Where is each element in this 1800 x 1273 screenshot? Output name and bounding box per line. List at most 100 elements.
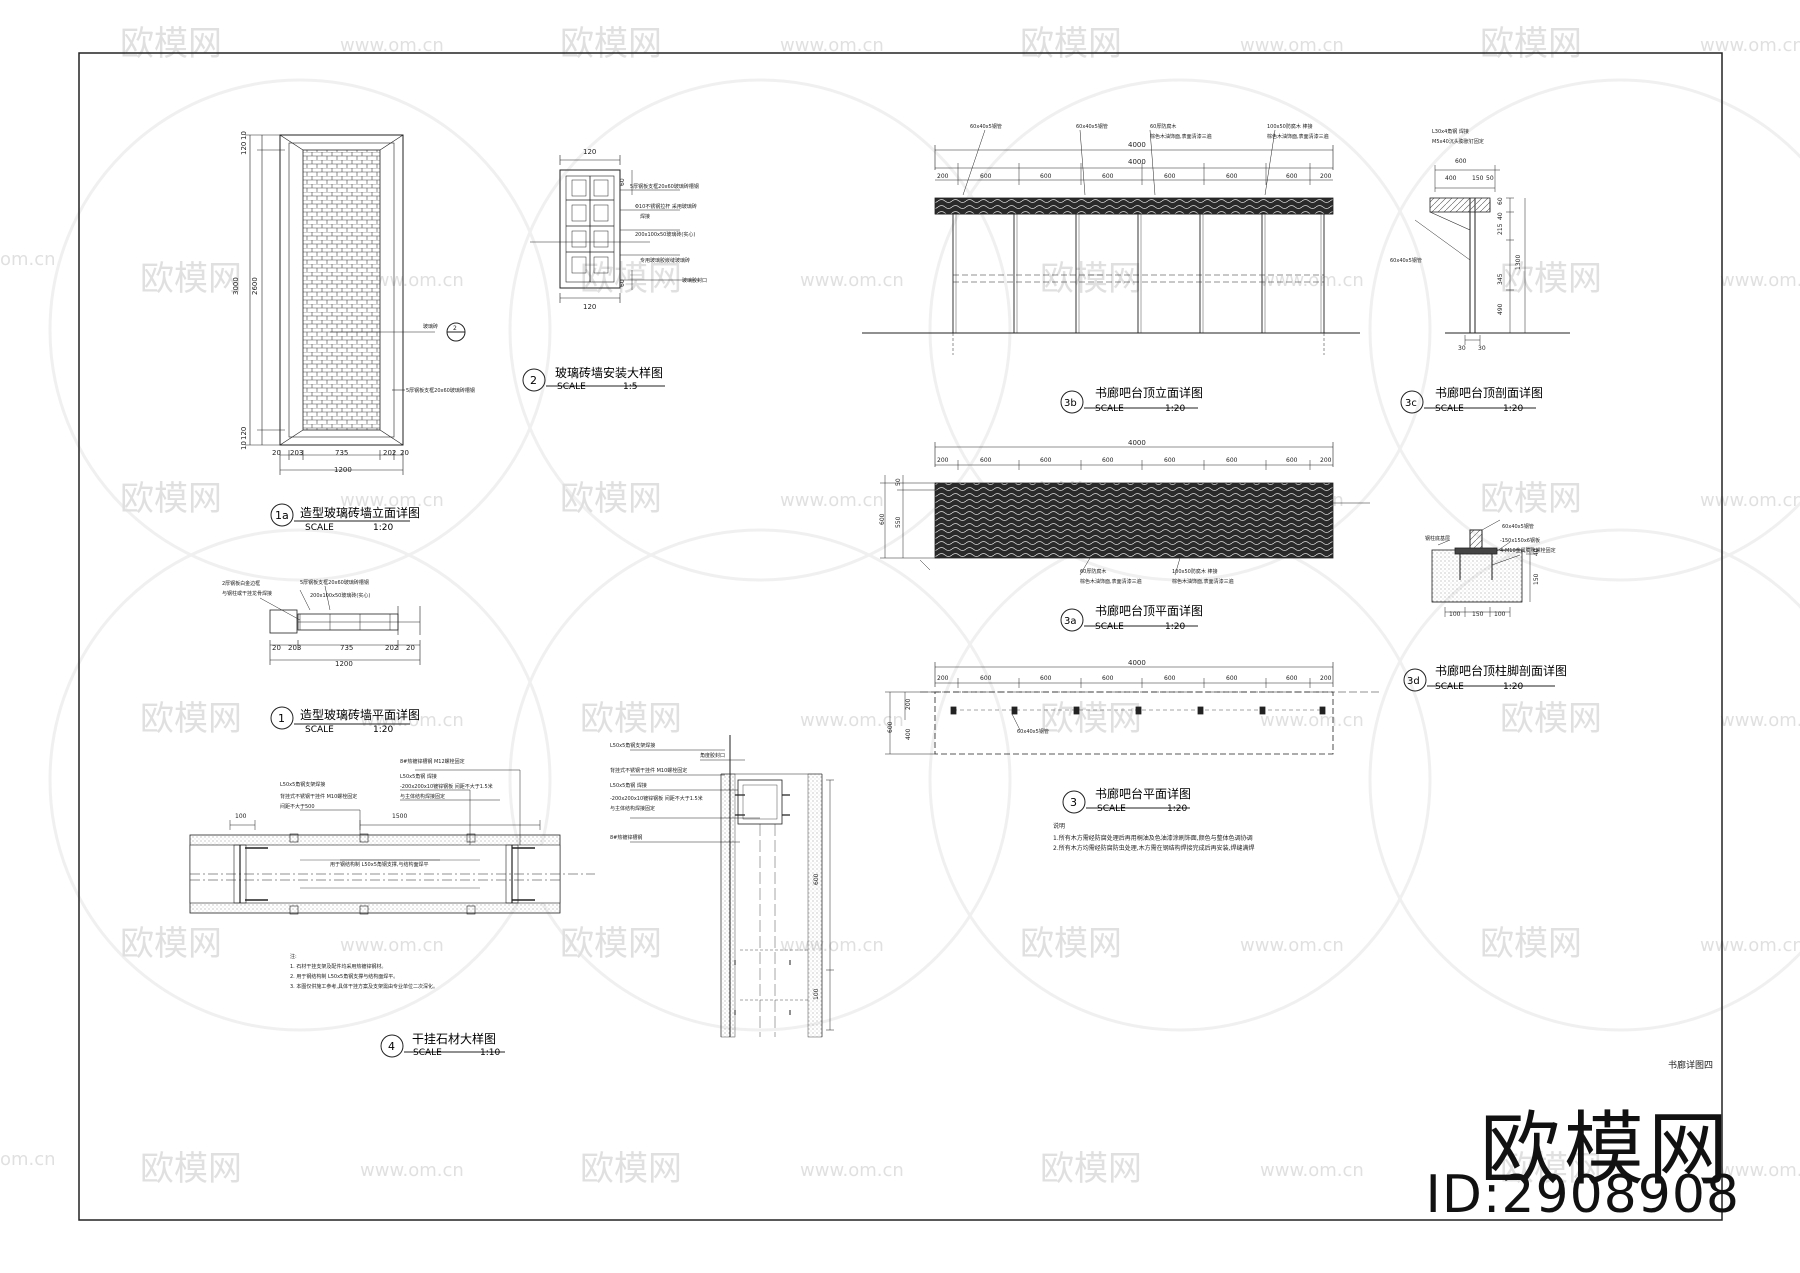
note-3d-2: 4-M10金属膨胀螺栓固定 <box>1500 547 1556 554</box>
note-2-2: 焊接 <box>640 213 650 220</box>
note-3b-0: 60x40x5钢管 <box>970 123 1002 130</box>
view-1a-number: 1a <box>275 509 289 522</box>
view-3a-title-text: 书廊吧台顶平面详图 <box>1095 603 1203 618</box>
watermark-site: www.om.cn <box>340 490 444 511</box>
view-1-labels: 5厚钢板支框20x60玻璃砖槽钢 200x100x50玻璃砖(实心) 2厚钢板白… <box>222 579 415 668</box>
watermark-brand: 欧模网 <box>120 479 222 519</box>
note-2-3: 200x100x50玻璃砖(实心) <box>635 231 695 238</box>
dim-3c-h1: 400 <box>1445 175 1457 182</box>
view-3-drawing <box>885 662 1380 755</box>
ref-number: 2 <box>453 325 457 332</box>
note-3c-0: L30x4角钢 焊接 <box>1432 128 1469 135</box>
view-3a-labels: 4000 200 600 600 600 600 600 600 200 600… <box>879 439 1332 585</box>
view-1a-title-text: 造型玻璃砖墙立面详图 <box>300 505 420 520</box>
watermark-site: www.om.cn <box>780 490 884 511</box>
view-1a-scale: 1:20 <box>373 523 393 533</box>
watermark-brand: 欧模网 <box>1480 24 1582 64</box>
dim-3c-b1: 30 <box>1478 345 1486 352</box>
watermark-brand: 欧模网 <box>560 479 662 519</box>
watermark-brand: 欧模网 <box>1040 259 1142 299</box>
view-3a-scale: 1:20 <box>1165 622 1185 632</box>
dim-3a-v2: 50 <box>895 478 902 486</box>
dim-3b-3: 600 <box>1102 173 1114 180</box>
dim-3d-1: 150 <box>1472 611 1484 618</box>
dim-h-4: 20 <box>400 449 409 457</box>
note-3b-2: 60厚防腐木 <box>1150 123 1176 130</box>
note-3b-4: 100x50防腐木 棒接 <box>1267 123 1312 130</box>
watermark-ring <box>508 528 1012 1032</box>
watermark-brand: 欧模网 <box>580 699 682 739</box>
note-4b-5: 8#热镀锌槽钢 <box>610 834 642 841</box>
view-4-scale-label: SCALE <box>413 1048 442 1058</box>
dim-3-4: 600 <box>1164 675 1176 682</box>
watermark-ring <box>48 528 552 1032</box>
dim-h-1: 203 <box>290 449 303 457</box>
note-glass-brick: 玻璃砖 <box>423 323 438 330</box>
note-3c-2: 60x40x5钢管 <box>1390 257 1422 264</box>
view-2-drawing <box>530 155 700 303</box>
view-4-title: 4 干挂石材大样图 SCALE 1:10 <box>380 1031 505 1058</box>
dim-3a-2: 600 <box>1040 457 1052 464</box>
note-3a-2: 100x50防腐木 棒接 <box>1172 568 1217 575</box>
general-notes-title: 注: <box>290 953 297 960</box>
dim-total-height: 3000 <box>232 277 240 295</box>
general-note-3: 3. 本图仅供施工参考,具体干挂方案及支架需由专业单位二次深化。 <box>290 983 438 990</box>
dim-3d-2: 100 <box>1494 611 1506 618</box>
watermark-brand: 欧模网 <box>1480 924 1582 964</box>
view-2-number: 2 <box>530 374 537 387</box>
dim-3a-4: 600 <box>1164 457 1176 464</box>
dim-4b-v1: 100 <box>813 988 820 1000</box>
remarks-block: 说明 1.所有木方需经防腐处理后再用桐油及色油漆涂刷饰面,颜色与整体色调协调 2… <box>1053 822 1255 852</box>
dim-3-v0: 600 <box>887 721 894 733</box>
watermark-site: www.om.cn <box>1720 1160 1800 1181</box>
view-3-scale: 1:20 <box>1167 804 1187 814</box>
watermark-ring <box>48 78 552 582</box>
dim-2-bottom: 120 <box>583 303 596 311</box>
note-4b-3: -200x200x10镀锌钢板 间距不大于1.5米 <box>610 795 703 802</box>
remarks-item-2: 2.所有木方均需经防腐防虫处理,木方需在钢结构焊接完成后再安装,焊缝满焊 <box>1053 844 1255 852</box>
view-3c-title-text: 书廊吧台顶剖面详图 <box>1435 385 1543 400</box>
view-3a-title: 3a 书廊吧台顶平面详图 SCALE 1:20 <box>1060 603 1203 632</box>
dim-3a-total: 4000 <box>1128 439 1146 447</box>
note-4b-0: L50x5角钢支架焊接 <box>610 742 655 749</box>
dim-3b-0: 200 <box>937 173 949 180</box>
dim-3d-v0: 40 <box>1533 548 1540 556</box>
dim-3c-h0: 600 <box>1455 158 1467 165</box>
view-3d-title-text: 书廊吧台顶柱脚剖面详图 <box>1435 663 1567 678</box>
note-1-edge: 2厚钢板白金边框 <box>222 580 260 587</box>
note-2-0: 5厚钢板支框20x60玻璃砖槽钢 <box>630 183 699 190</box>
view-3b-number: 3b <box>1064 398 1077 409</box>
dim-3-6: 600 <box>1286 675 1298 682</box>
watermark-brand: 欧模网 <box>120 924 222 964</box>
watermark-site: www.om.cn <box>340 35 444 56</box>
note-3a-3: 棕色木油饰面,表面清漆三遍 <box>1172 578 1234 585</box>
dim-3-3: 600 <box>1102 675 1114 682</box>
watermark-site: www.om.cn <box>1700 490 1800 511</box>
dim-3c-b0: 30 <box>1458 345 1466 352</box>
view-3-title: 3 书廊吧台平面详图 SCALE 1:20 <box>1062 786 1191 814</box>
dim-3-7: 200 <box>1320 675 1332 682</box>
dim-3a-v0: 600 <box>879 513 886 525</box>
watermark-brand: 欧模网 <box>140 699 242 739</box>
watermark-brand: 欧模网 <box>580 259 682 299</box>
view-3d-number: 3d <box>1407 676 1420 687</box>
watermark-brand: 欧模网 <box>120 24 222 64</box>
note-2-5: 玻璃胶封口 <box>682 277 707 284</box>
dim-3a-6: 600 <box>1286 457 1298 464</box>
watermark-site-short: om.cn <box>0 1149 56 1170</box>
watermark-site: www.om.cn <box>1260 710 1364 731</box>
dim-3c-v2: 215 <box>1497 223 1504 235</box>
view-3c-labels: 600 400 150 50 60 40 215 345 490 1300 30… <box>1390 128 1522 352</box>
dim-3a-5: 600 <box>1226 457 1238 464</box>
dim-3-2: 600 <box>1040 675 1052 682</box>
watermark-site: www.om.cn <box>1720 710 1800 731</box>
note-1-brick: 200x100x50玻璃砖(实心) <box>310 592 370 599</box>
dim-3b-6: 600 <box>1286 173 1298 180</box>
dim-1-h3: 202 <box>385 644 398 652</box>
general-note-2: 2. 用于钢结构制 L50x5角钢支撑与结构面焊平。 <box>290 973 398 980</box>
view-1-scale-label: SCALE <box>305 725 334 735</box>
view-3d-scale: 1:20 <box>1503 682 1523 692</box>
watermark-brand: 欧模网 <box>140 259 242 299</box>
watermark-brand: 欧模网 <box>1040 699 1142 739</box>
